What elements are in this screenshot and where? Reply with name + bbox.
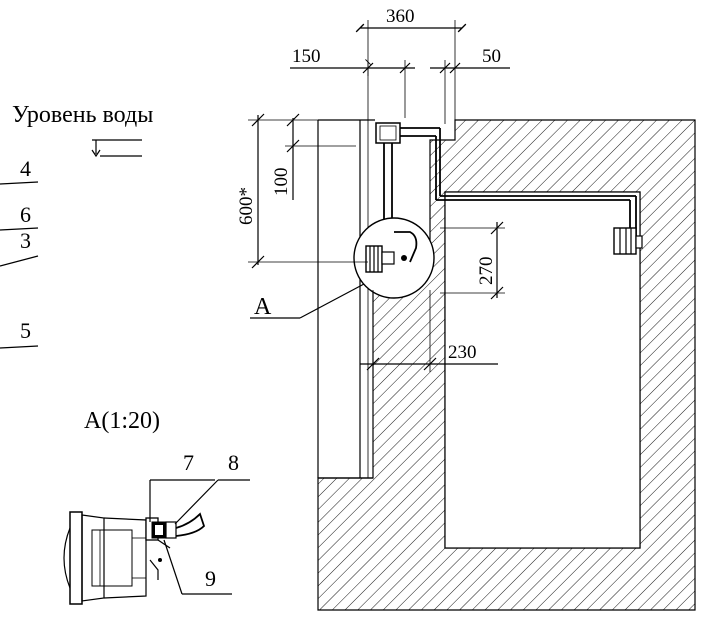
label-9: 9 [205,566,216,591]
detail-a-lamp-drawing [63,511,206,605]
underwater-lamp-right [613,227,643,255]
label-8: 8 [228,450,239,475]
callout-a-label: A [254,294,272,320]
water-level-label: Уровень воды [12,102,153,128]
finishing-layer [317,119,375,479]
left-leader-labels: 4 6 3 5 [0,156,39,349]
label-5: 5 [20,318,31,343]
pipe-route [375,122,637,236]
label-3: 3 [20,228,31,253]
detail-a-title: A(1:20) [84,408,160,434]
dim-230: 230 [448,342,477,363]
label-4: 4 [20,156,31,181]
dim-50: 50 [482,46,501,67]
label-7: 7 [183,450,194,475]
dim-150: 150 [292,46,321,67]
dim-270: 270 [476,257,497,286]
dim-600: 600* [236,187,257,225]
lamp-in-circle [365,231,418,273]
pool-basin-outline [444,191,641,549]
dim-360: 360 [386,6,415,27]
label-6: 6 [20,202,31,227]
dim-100: 100 [271,168,292,197]
